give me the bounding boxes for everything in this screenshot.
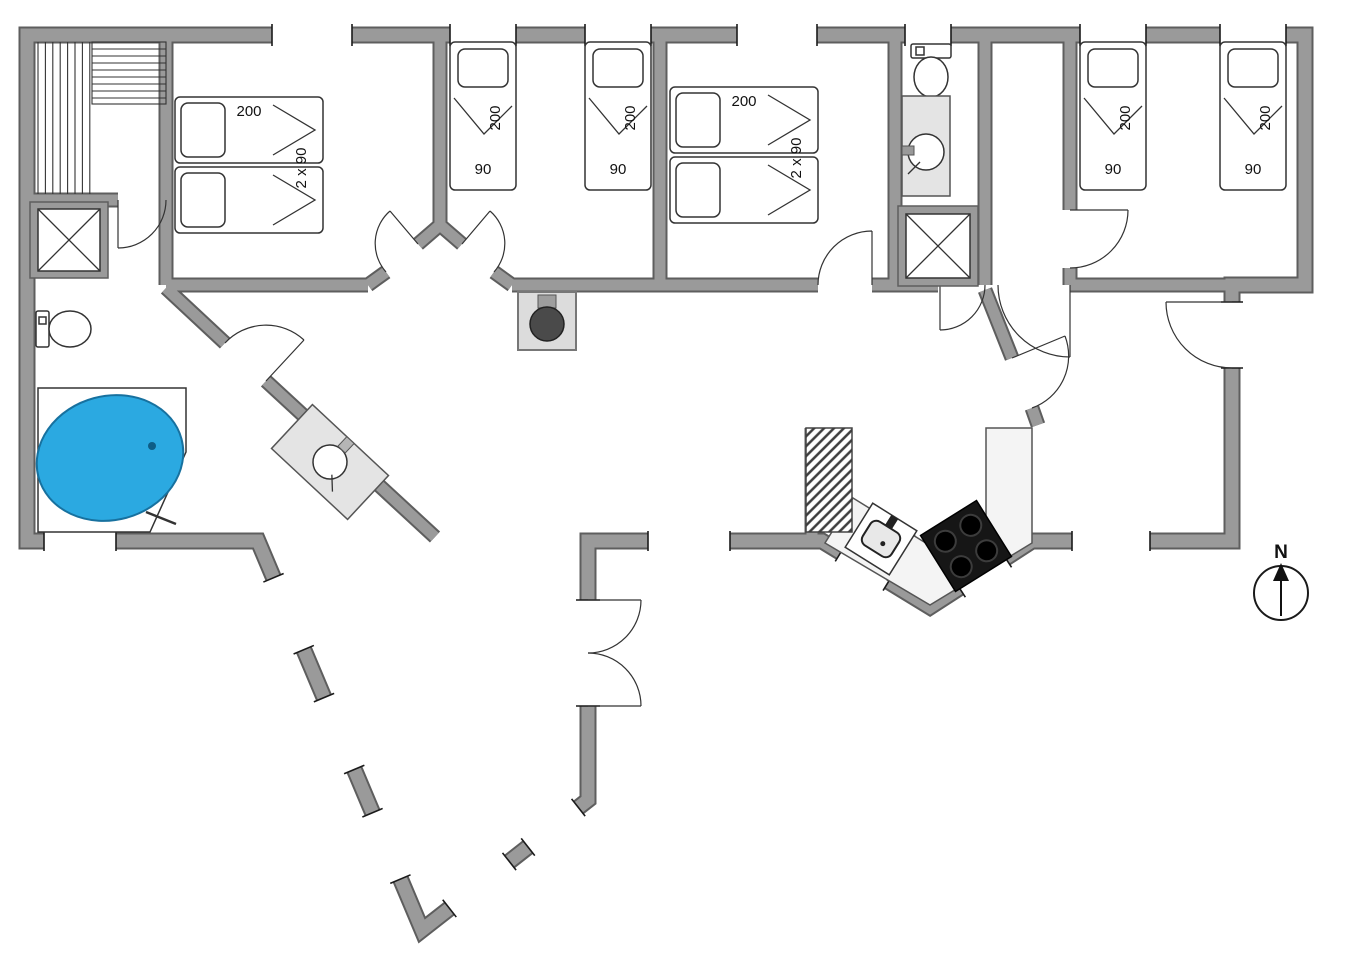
single-bed: 200 90 <box>1079 41 1147 191</box>
door-arc <box>224 324 305 382</box>
door-arc <box>939 284 986 331</box>
sauna-bench <box>91 41 167 105</box>
bed-width-label: 2 x 90 <box>293 148 310 189</box>
entrance-door-arc <box>587 652 642 707</box>
single-bed: 200 90 <box>449 41 517 191</box>
window <box>313 692 365 775</box>
water-heater <box>517 291 577 351</box>
door-arc <box>817 230 873 286</box>
window <box>520 798 586 857</box>
single-bed: 200 90 <box>584 41 652 191</box>
door-swings <box>117 199 1233 707</box>
washbasin-tap-icon <box>901 145 915 156</box>
shower-icon <box>29 201 109 279</box>
bed-width-label: 2 x 90 <box>788 138 805 179</box>
door-arc <box>1011 335 1070 409</box>
pillow-icon <box>1227 48 1279 88</box>
bathroom-left <box>29 201 187 533</box>
kitchen <box>805 427 1033 606</box>
toilet-icon <box>35 310 92 348</box>
bed-length-label: 200 <box>1117 105 1134 130</box>
window <box>736 24 818 46</box>
double-bed: 200 2 x 90 <box>174 96 324 234</box>
window <box>362 807 411 885</box>
washbasin-handle-icon <box>331 474 334 492</box>
sauna-bench-slats-icon <box>92 48 166 99</box>
window <box>904 24 952 46</box>
bed-width-label: 90 <box>1245 161 1262 178</box>
bed-length-label: 200 <box>1257 105 1274 130</box>
washbasin-counter <box>901 95 951 197</box>
window <box>449 24 517 46</box>
bed-width-label: 90 <box>475 161 492 178</box>
door-arc <box>117 199 167 249</box>
door-arc <box>461 210 506 273</box>
toilet-icon <box>910 43 952 98</box>
bathroom-middle <box>897 43 979 287</box>
sauna <box>37 41 167 194</box>
entrance-door-arc <box>587 599 642 654</box>
bed-length-label: 200 <box>236 103 261 120</box>
pillow-icon <box>675 162 721 218</box>
window <box>1079 24 1147 46</box>
compass-rose: N <box>1253 542 1309 621</box>
tall-appliance-icon <box>805 427 853 533</box>
window <box>1219 24 1287 46</box>
window <box>442 852 517 918</box>
bed-length-label: 200 <box>622 105 639 130</box>
bathtub <box>35 387 187 533</box>
cooktop-icon <box>919 499 1013 593</box>
shower-icon <box>897 205 979 287</box>
window <box>584 24 652 46</box>
bed-length-label: 200 <box>487 105 504 130</box>
door-arc <box>997 284 1071 358</box>
water-heater-valve-icon <box>537 294 557 309</box>
compass-north-label: N <box>1274 542 1288 563</box>
bathtub-water <box>35 394 185 522</box>
hall-washbasin <box>270 403 390 521</box>
pillow-icon <box>592 48 644 88</box>
exterior-door-opening <box>1221 301 1243 369</box>
window <box>263 572 315 655</box>
water-heater-tank-icon <box>529 306 565 342</box>
pillow-icon <box>180 172 226 228</box>
window <box>271 24 353 46</box>
sauna-slats-icon <box>37 42 91 194</box>
compass-arrowhead-icon <box>1273 563 1289 581</box>
door-arc <box>1165 301 1233 369</box>
bathtub-drain-icon <box>148 442 156 450</box>
openings <box>43 24 1287 918</box>
door-arc <box>1069 209 1129 269</box>
interior-walls <box>27 35 1232 542</box>
window <box>43 531 117 551</box>
double-bed: 200 2 x 90 <box>669 86 819 224</box>
pillow-icon <box>457 48 509 88</box>
bed-width-label: 90 <box>1105 161 1122 178</box>
pillow-icon <box>1087 48 1139 88</box>
bed-width-label: 90 <box>610 161 627 178</box>
door-arc <box>374 210 419 273</box>
pillow-icon <box>675 92 721 148</box>
window <box>1071 531 1151 551</box>
bed-length-label: 200 <box>731 93 756 110</box>
window <box>647 531 731 551</box>
pillow-icon <box>180 102 226 158</box>
kitchen-sink-icon <box>844 502 918 576</box>
bathtub-tap-icon <box>145 510 177 526</box>
single-bed: 200 90 <box>1219 41 1287 191</box>
washbasin-tap-icon <box>337 435 355 454</box>
washbasin-handle-icon <box>907 161 921 175</box>
